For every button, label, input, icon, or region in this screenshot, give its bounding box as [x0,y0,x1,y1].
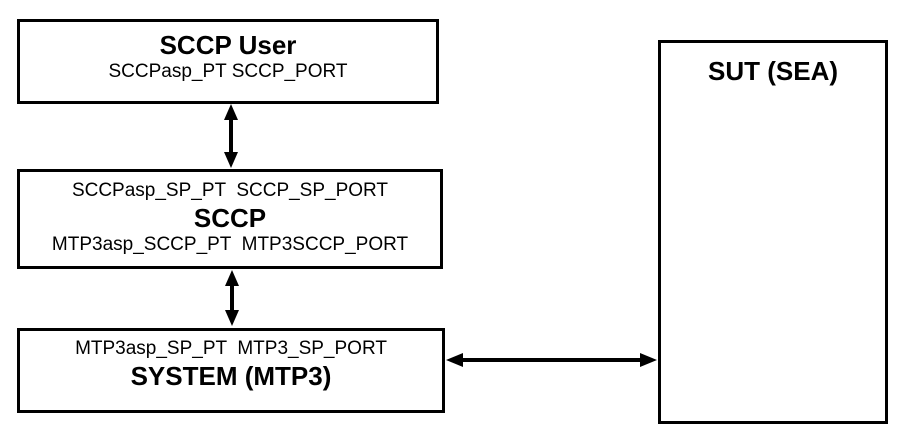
sccp-bottom-ports-label: MTP3asp_SCCP_PT MTP3SCCP_PORT [51,234,409,255]
sccp-title: SCCP [193,203,267,233]
sccp-user-box: SCCP User SCCPasp_PT SCCP_PORT [17,19,439,104]
system-mtp3-box: MTP3asp_SP_PT MTP3_SP_PORT SYSTEM (MTP3) [17,328,445,413]
sccp-user-ports-label: SCCPasp_PT SCCP_PORT [108,61,348,82]
system-top-ports-label: MTP3asp_SP_PT MTP3_SP_PORT [75,338,387,359]
sccp-top-ports-label: SCCPasp_SP_PT SCCP_SP_PORT [71,180,389,201]
arrow-system-sut [446,353,657,367]
sut-sea-box: SUT (SEA) [658,40,888,424]
sut-title: SUT (SEA) [708,56,838,86]
system-title: SYSTEM (MTP3) [130,361,332,391]
sccp-box: SCCPasp_SP_PT SCCP_SP_PORT SCCP MTP3asp_… [17,169,443,269]
arrow-sccp-system [225,270,239,326]
arrow-sccpuser-sccp [224,104,238,168]
sccp-user-title: SCCP User [159,30,297,60]
